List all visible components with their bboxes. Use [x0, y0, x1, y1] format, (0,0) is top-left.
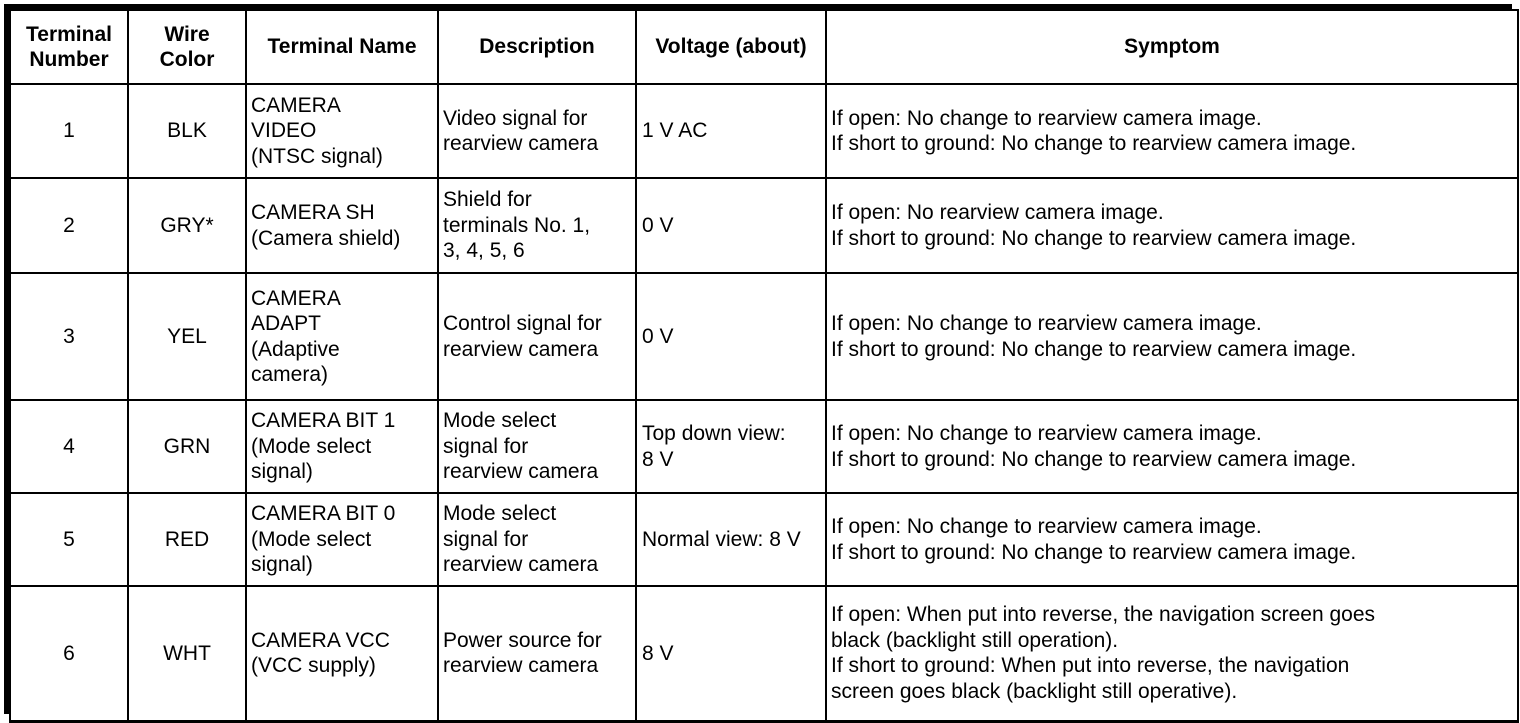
voltage-value: 0 V [642, 324, 674, 348]
terminal-number-value: 3 [63, 324, 75, 348]
cell-voltage: 0 V [635, 272, 827, 401]
cell-description: Mode select signal for rearview camera [437, 399, 637, 494]
symptom-value: If open: No rearview camera image. If sh… [831, 201, 1357, 250]
table-row: 3 YEL CAMERA ADAPT (Adaptive camera) Con… [9, 272, 1519, 401]
terminal-name-value: CAMERA BIT 0 (Mode select signal) [251, 502, 396, 577]
cell-description: Shield for terminals No. 1, 3, 4, 5, 6 [437, 177, 637, 274]
wire-color-value: GRY* [160, 213, 214, 237]
wire-color-value: WHT [163, 641, 211, 665]
terminal-number-value: 5 [63, 527, 75, 551]
symptom-value: If open: No change to rearview camera im… [831, 106, 1357, 155]
cell-terminal-number: 1 [9, 83, 129, 179]
column-header-description-label: Description [479, 35, 595, 59]
wire-color-value: RED [164, 527, 210, 551]
cell-terminal-name: CAMERA BIT 1 (Mode select signal) [245, 399, 439, 494]
cell-terminal-number: 4 [9, 399, 129, 494]
column-header-terminal-name-label: Terminal Name [267, 35, 417, 59]
cell-symptom: If open: No change to rearview camera im… [825, 272, 1519, 401]
table-body: 1 BLK CAMERA VIDEO (NTSC signal) Video s… [9, 83, 1519, 723]
description-value: Video signal for rearview camera [443, 106, 599, 155]
cell-terminal-name: CAMERA ADAPT (Adaptive camera) [245, 272, 439, 401]
description-value: Mode select signal for rearview camera [443, 409, 599, 484]
description-value: Control signal for rearview camera [443, 312, 602, 361]
terminal-name-value: CAMERA SH (Camera shield) [251, 201, 401, 250]
symptom-value: If open: When put into reverse, the navi… [831, 603, 1376, 703]
cell-voltage: Top down view: 8 V [635, 399, 827, 494]
cell-terminal-number: 2 [9, 177, 129, 274]
voltage-value: Normal view: 8 V [642, 527, 801, 551]
column-header-terminal-number-label: Terminal Number [26, 22, 112, 71]
column-header-symptom: Symptom [825, 9, 1519, 85]
column-header-voltage-label: Voltage (about) [655, 35, 807, 59]
cell-voltage: 0 V [635, 177, 827, 274]
cell-terminal-number: 5 [9, 492, 129, 587]
cell-terminal-name: CAMERA SH (Camera shield) [245, 177, 439, 274]
terminal-wiring-table: Terminal Number Wire Color Terminal Name… [9, 9, 1519, 723]
cell-terminal-number: 3 [9, 272, 129, 401]
cell-wire-color: RED [127, 492, 247, 587]
cell-voltage: 8 V [635, 585, 827, 723]
column-header-terminal-name: Terminal Name [245, 9, 439, 85]
terminal-name-value: CAMERA VIDEO (NTSC signal) [251, 93, 383, 168]
column-header-wire-color-label: Wire Color [159, 22, 215, 71]
column-header-voltage: Voltage (about) [635, 9, 827, 85]
cell-description: Power source for rearview camera [437, 585, 637, 723]
cell-wire-color: WHT [127, 585, 247, 723]
table-row: 2 GRY* CAMERA SH (Camera shield) Shield … [9, 177, 1519, 274]
symptom-value: If open: No change to rearview camera im… [831, 515, 1357, 564]
cell-symptom: If open: No change to rearview camera im… [825, 492, 1519, 587]
cell-terminal-number: 6 [9, 585, 129, 723]
description-value: Mode select signal for rearview camera [443, 502, 599, 577]
symptom-value: If open: No change to rearview camera im… [831, 312, 1357, 361]
table-row: 4 GRN CAMERA BIT 1 (Mode select signal) … [9, 399, 1519, 494]
terminal-number-value: 1 [63, 119, 75, 143]
voltage-value: 8 V [642, 641, 674, 665]
table-row: 1 BLK CAMERA VIDEO (NTSC signal) Video s… [9, 83, 1519, 179]
voltage-value: 1 V AC [642, 119, 708, 143]
cell-wire-color: YEL [127, 272, 247, 401]
cell-symptom: If open: No rearview camera image. If sh… [825, 177, 1519, 274]
description-value: Shield for terminals No. 1, 3, 4, 5, 6 [443, 188, 591, 263]
terminal-number-value: 4 [63, 434, 75, 458]
column-header-description: Description [437, 9, 637, 85]
cell-terminal-name: CAMERA BIT 0 (Mode select signal) [245, 492, 439, 587]
cell-voltage: 1 V AC [635, 83, 827, 179]
table-header: Terminal Number Wire Color Terminal Name… [9, 9, 1519, 85]
wiring-table-container: Terminal Number Wire Color Terminal Name… [4, 4, 1519, 723]
cell-wire-color: GRN [127, 399, 247, 494]
cell-description: Mode select signal for rearview camera [437, 492, 637, 587]
column-header-wire-color: Wire Color [127, 9, 247, 85]
voltage-value: Top down view: 8 V [642, 422, 786, 471]
cell-wire-color: GRY* [127, 177, 247, 274]
cell-symptom: If open: No change to rearview camera im… [825, 399, 1519, 494]
terminal-number-value: 6 [63, 641, 75, 665]
cell-wire-color: BLK [127, 83, 247, 179]
wire-color-value: GRN [163, 434, 211, 458]
terminal-name-value: CAMERA ADAPT (Adaptive camera) [251, 286, 341, 386]
symptom-value: If open: No change to rearview camera im… [831, 422, 1357, 471]
voltage-value: 0 V [642, 213, 674, 237]
cell-terminal-name: CAMERA VIDEO (NTSC signal) [245, 83, 439, 179]
terminal-number-value: 2 [63, 213, 75, 237]
column-header-symptom-label: Symptom [1124, 35, 1220, 59]
cell-description: Control signal for rearview camera [437, 272, 637, 401]
cell-description: Video signal for rearview camera [437, 83, 637, 179]
cell-terminal-name: CAMERA VCC (VCC supply) [245, 585, 439, 723]
terminal-name-value: CAMERA BIT 1 (Mode select signal) [251, 409, 396, 484]
description-value: Power source for rearview camera [443, 628, 602, 678]
table-row: 5 RED CAMERA BIT 0 (Mode select signal) … [9, 492, 1519, 587]
wire-color-value: YEL [167, 324, 207, 348]
wire-color-value: BLK [167, 119, 207, 143]
table-row: 6 WHT CAMERA VCC (VCC supply) Power sour… [9, 585, 1519, 723]
column-header-terminal-number: Terminal Number [9, 9, 129, 85]
header-row: Terminal Number Wire Color Terminal Name… [9, 9, 1519, 85]
terminal-name-value: CAMERA VCC (VCC supply) [251, 628, 390, 678]
cell-symptom: If open: No change to rearview camera im… [825, 83, 1519, 179]
cell-voltage: Normal view: 8 V [635, 492, 827, 587]
cell-symptom: If open: When put into reverse, the navi… [825, 585, 1519, 723]
